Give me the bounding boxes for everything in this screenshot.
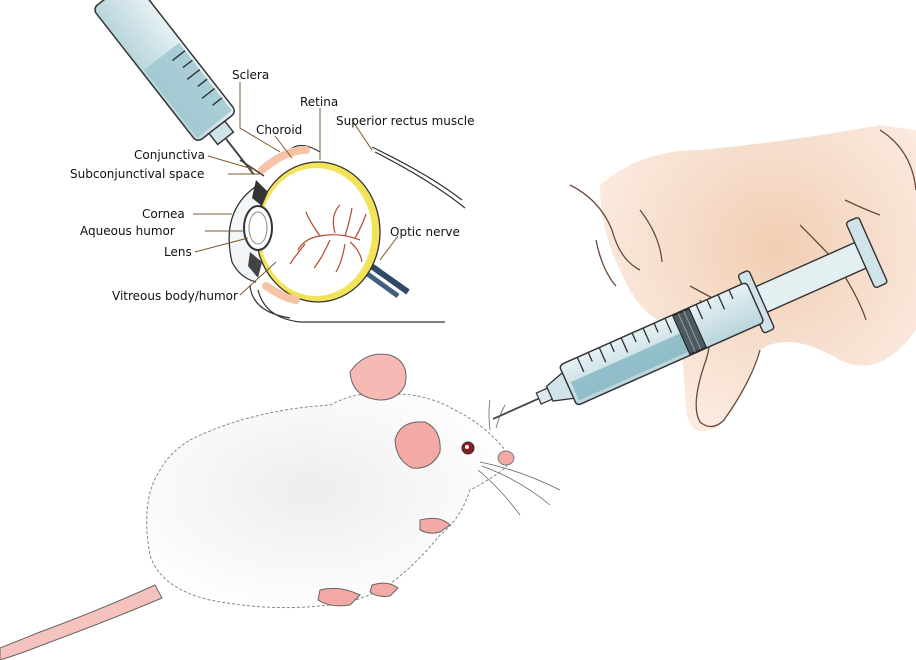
label-subconjunctival-space: Subconjunctival space: [70, 167, 204, 181]
label-choroid: Choroid: [256, 123, 302, 137]
label-conjunctiva: Conjunctiva: [134, 148, 205, 162]
leader-lines: [193, 82, 399, 296]
label-retina: Retina: [300, 95, 338, 109]
label-cornea: Cornea: [142, 207, 185, 221]
label-aqueous-humor: Aqueous humor: [80, 224, 175, 238]
retinal-vessels: [289, 204, 367, 273]
main-syringe: [492, 217, 888, 420]
top-syringe: [94, 0, 255, 176]
label-optic-nerve: Optic nerve: [390, 225, 460, 239]
eye-cross-section: [228, 144, 466, 323]
labels: Sclera Retina Choroid Superior rectus mu…: [70, 68, 474, 303]
label-superior-rectus-muscle: Superior rectus muscle: [336, 114, 474, 128]
label-lens: Lens: [164, 245, 192, 259]
label-sclera: Sclera: [232, 68, 269, 82]
label-vitreous-body: Vitreous body/humor: [112, 289, 238, 303]
mouse: [0, 353, 561, 660]
